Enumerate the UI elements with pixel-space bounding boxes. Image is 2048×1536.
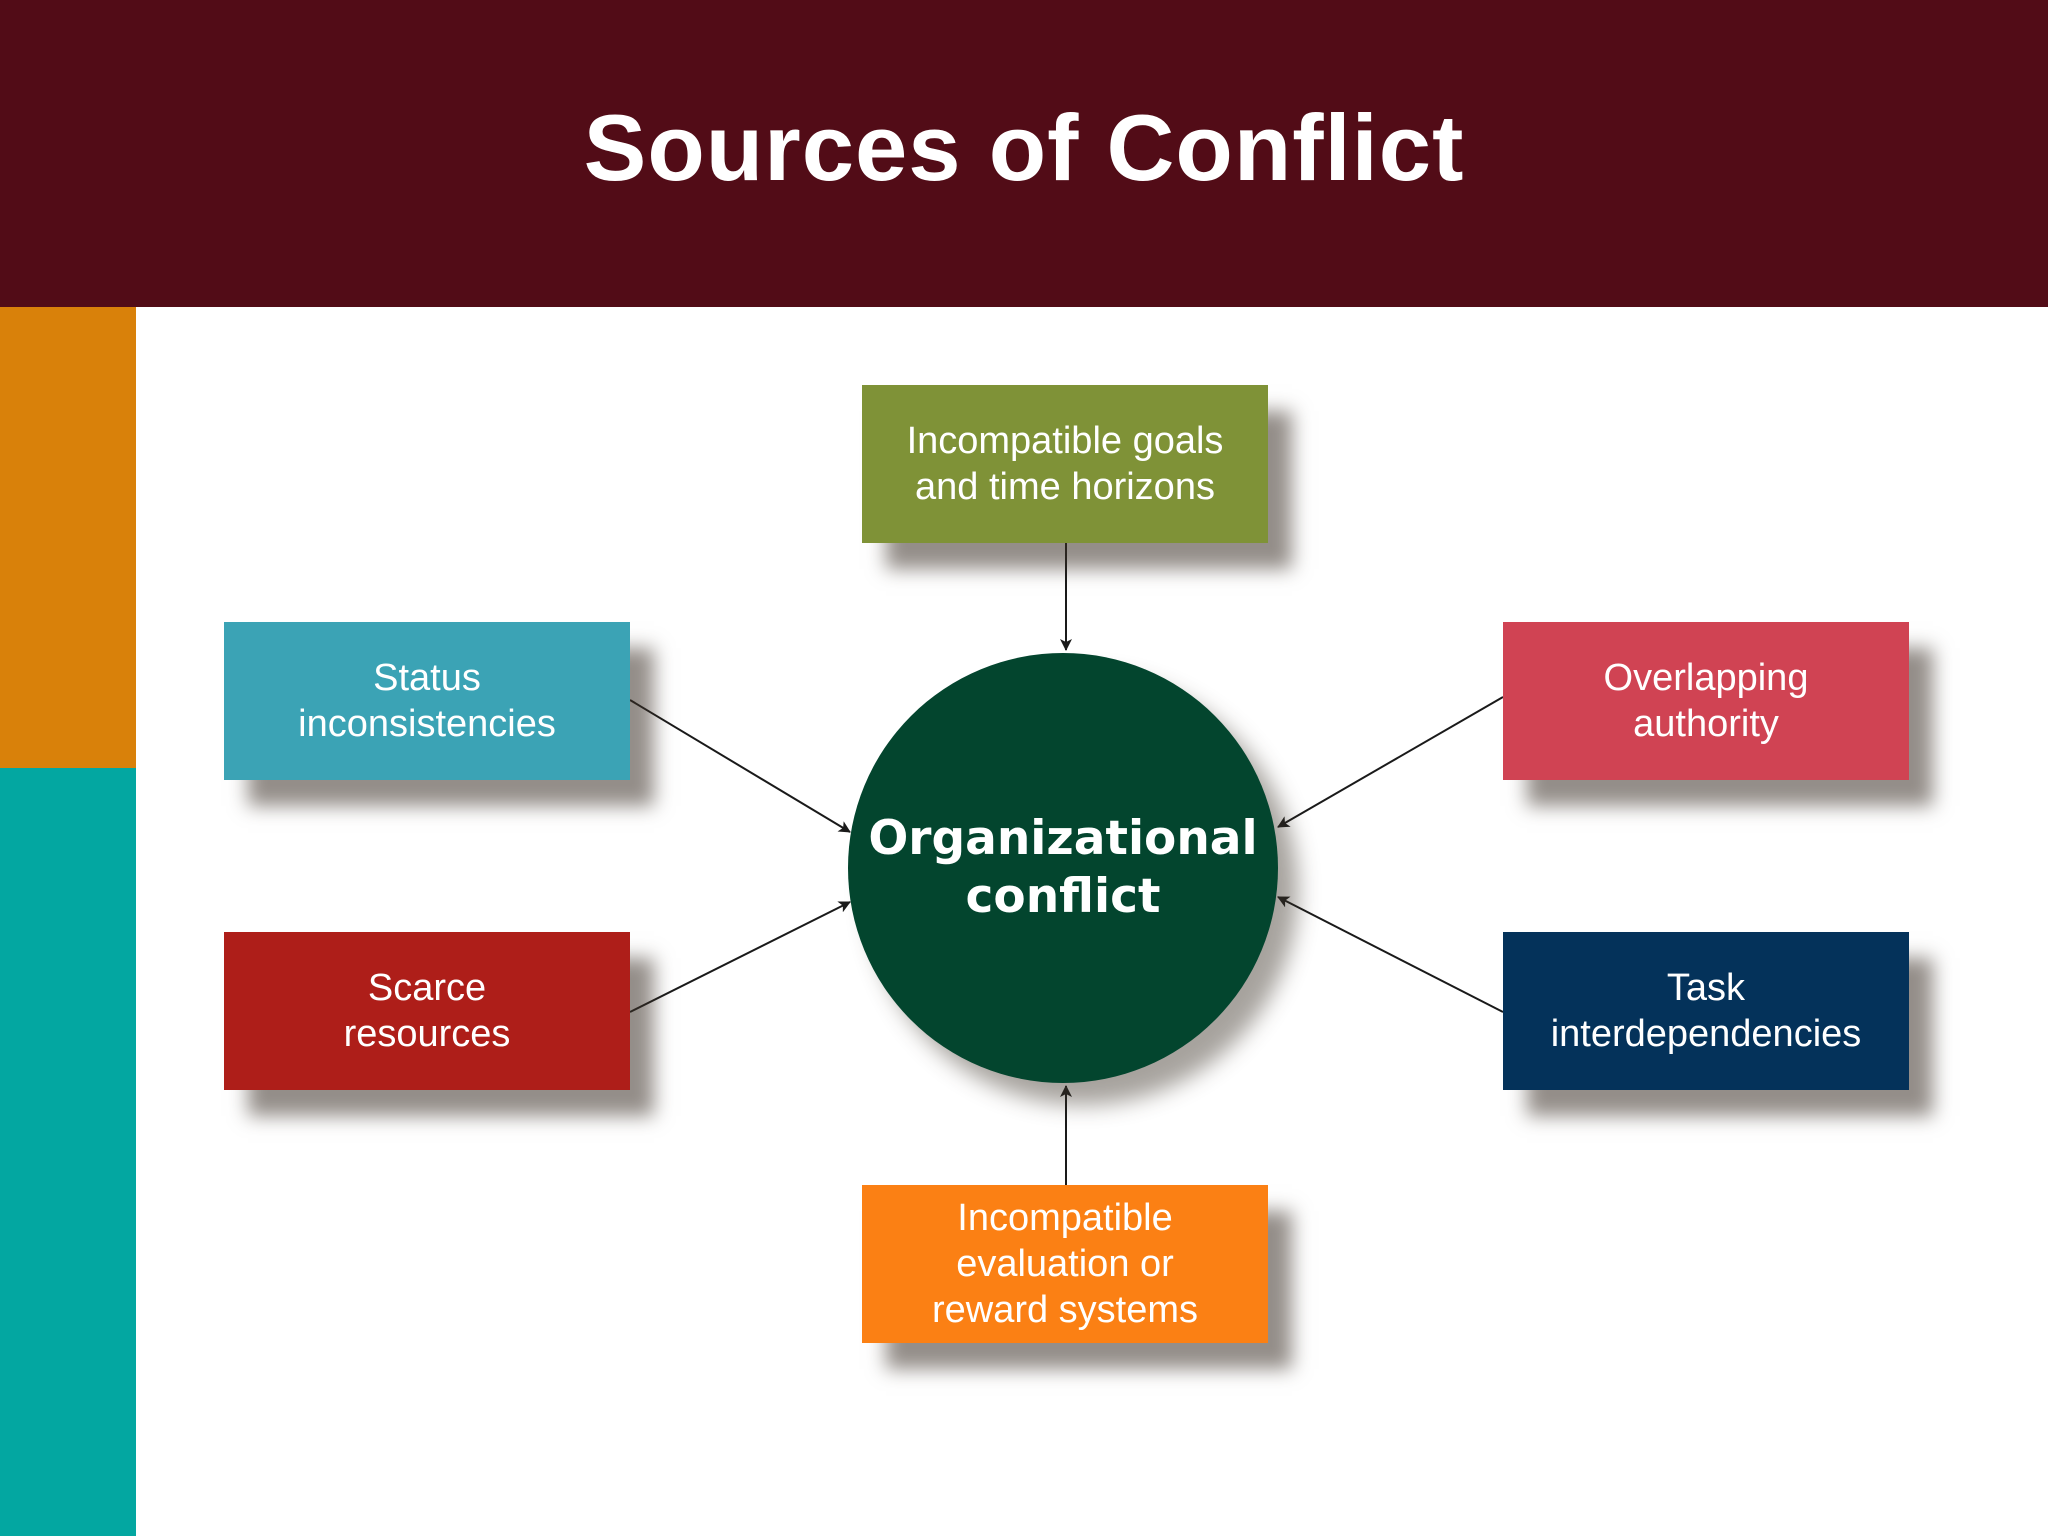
label-line: authority [1633, 703, 1779, 745]
label-line: reward systems [931, 1289, 1199, 1331]
label-line: Status [373, 657, 481, 699]
arrow-from-task [1277, 896, 1504, 1013]
label-line: resources [343, 1013, 511, 1055]
arrow-from-scarce [629, 901, 851, 1013]
source-label: Status inconsistencies [298, 655, 556, 747]
source-box-task-interdependencies: Task interdependencies [1503, 932, 1909, 1090]
source-box-incompatible-evaluation: Incompatible evaluation or reward system… [862, 1185, 1268, 1343]
label-line: Task [1666, 967, 1746, 1009]
source-label: Overlapping authority [1604, 655, 1809, 747]
source-label: Scarce resources [344, 965, 511, 1057]
title-bar: Sources of Conflict [0, 0, 2048, 307]
source-label: Incompatible evaluation or reward system… [932, 1195, 1198, 1333]
label-line: Incompatible [957, 1197, 1173, 1239]
hub-label-line: Organizational [868, 811, 1258, 866]
source-label: Incompatible goals and time horizons [907, 418, 1224, 510]
organizational-conflict-hub: Organizational conflict [848, 653, 1278, 1083]
arrow-from-overlapping [1277, 696, 1504, 828]
source-box-status-inconsistencies: Status inconsistencies [224, 622, 630, 780]
label-line: inconsistencies [298, 703, 556, 745]
source-box-incompatible-goals: Incompatible goals and time horizons [862, 385, 1268, 543]
label-line: Incompatible goals [906, 420, 1224, 462]
label-line: evaluation or [956, 1243, 1174, 1285]
source-box-scarce-resources: Scarce resources [224, 932, 630, 1090]
label-line: and time horizons [915, 466, 1215, 508]
arrow-from-status [629, 699, 851, 833]
accent-band-orange [0, 307, 136, 768]
source-box-overlapping-authority: Overlapping authority [1503, 622, 1909, 780]
label-line: Scarce [367, 967, 487, 1009]
label-line: Overlapping [1603, 657, 1809, 699]
hub-label-line: conflict [965, 869, 1161, 924]
source-label: Task interdependencies [1551, 965, 1862, 1057]
accent-band-teal [0, 768, 136, 1536]
slide-title: Sources of Conflict [583, 95, 1465, 200]
label-line: interdependencies [1550, 1013, 1862, 1055]
hub-label: Organizational conflict [868, 810, 1257, 926]
